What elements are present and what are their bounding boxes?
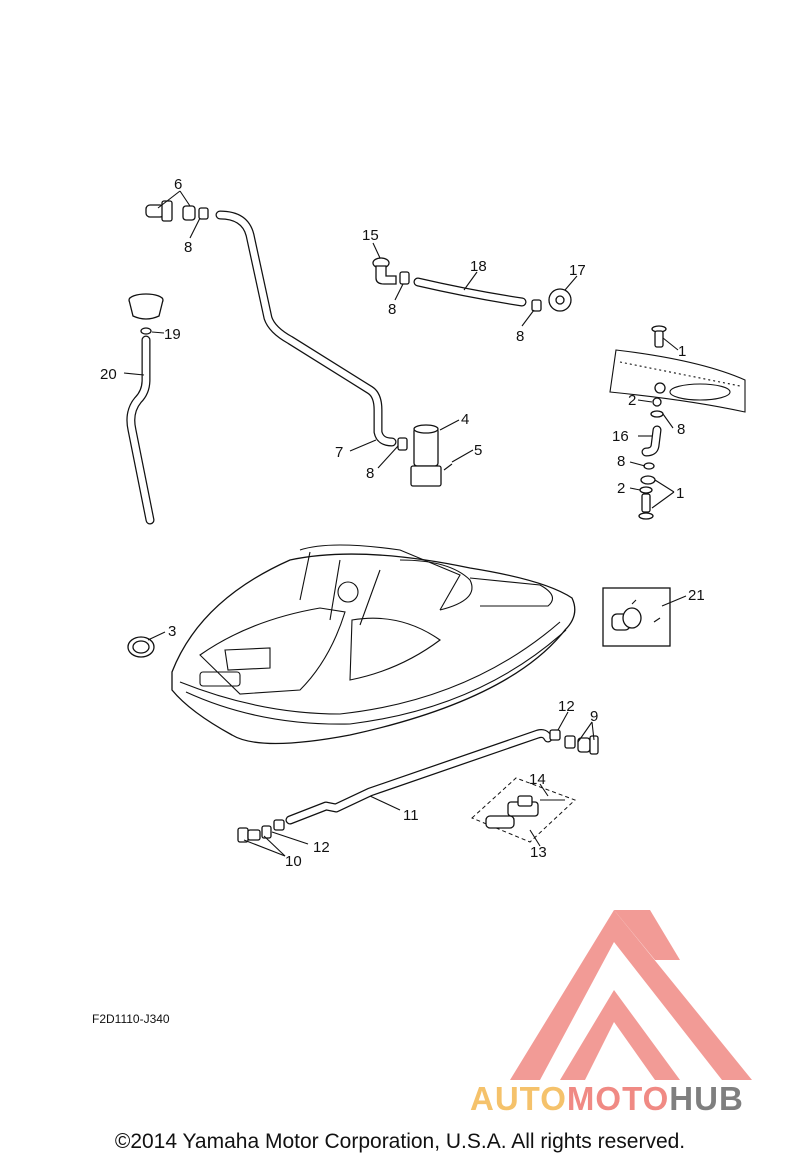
inset-21 <box>602 587 671 647</box>
hose-18 <box>413 277 527 307</box>
callout-8: 8 <box>184 239 192 256</box>
copyright-notice: ©2014 Yamaha Motor Corporation, U.S.A. A… <box>114 1130 686 1153</box>
callout-1: 1 <box>678 343 686 360</box>
callout-5: 5 <box>474 442 482 459</box>
callout-6: 6 <box>174 176 182 193</box>
fitting-6 <box>145 200 209 222</box>
callout-8: 8 <box>617 453 625 470</box>
callout-2: 2 <box>617 480 625 497</box>
callout-18: 18 <box>470 258 487 275</box>
callout-12: 12 <box>313 839 330 856</box>
filter-4 <box>397 424 453 487</box>
boat-hull <box>171 544 576 745</box>
callout-20: 20 <box>100 366 117 383</box>
watermark-hub: HUB <box>669 1080 744 1117</box>
callout-1: 1 <box>676 485 684 502</box>
callout-9: 9 <box>590 708 598 725</box>
callout-4: 4 <box>461 411 469 428</box>
fitting-17 <box>531 288 572 312</box>
deck-panel <box>609 349 746 413</box>
watermark-moto: MOTO <box>566 1080 670 1117</box>
callout-17: 17 <box>569 262 586 279</box>
fitting-15 <box>372 257 410 285</box>
callout-12: 12 <box>558 698 575 715</box>
leader-lines <box>123 190 687 857</box>
hose-20 <box>126 335 155 525</box>
tube-11 <box>285 729 553 825</box>
callout-3: 3 <box>168 623 176 640</box>
callout-8: 8 <box>388 301 396 318</box>
callout-8: 8 <box>677 421 685 438</box>
callout-11: 11 <box>403 807 419 824</box>
callout-7: 7 <box>335 444 343 461</box>
callout-10: 10 <box>285 853 302 870</box>
callout-8: 8 <box>366 465 374 482</box>
callout-14: 14 <box>529 771 546 788</box>
diagram-code: F2D1110-J340 <box>92 1012 170 1026</box>
fittings-10-12 <box>237 819 285 843</box>
cup-19 <box>128 293 164 335</box>
callout-2: 2 <box>628 392 636 409</box>
callout-8: 8 <box>516 328 524 345</box>
screw-1-top <box>650 325 667 418</box>
callout-labels: 6 8 15 18 17 8 8 19 20 1 2 8 16 8 2 1 4 … <box>100 176 705 870</box>
callout-21: 21 <box>688 587 705 604</box>
hose-16 <box>638 425 662 520</box>
fittings-12-9 <box>549 729 599 755</box>
watermark-text: AUTOMOTOHUB <box>470 1080 744 1118</box>
callout-19: 19 <box>164 326 181 343</box>
plug-3 <box>127 636 155 658</box>
bracket-13 <box>471 777 576 843</box>
callout-15: 15 <box>362 227 379 244</box>
callout-13: 13 <box>530 844 547 861</box>
watermark-auto: AUTO <box>470 1080 567 1117</box>
vent-hose-long <box>215 210 397 447</box>
callout-16: 16 <box>612 428 629 445</box>
watermark-logo <box>510 910 752 1080</box>
